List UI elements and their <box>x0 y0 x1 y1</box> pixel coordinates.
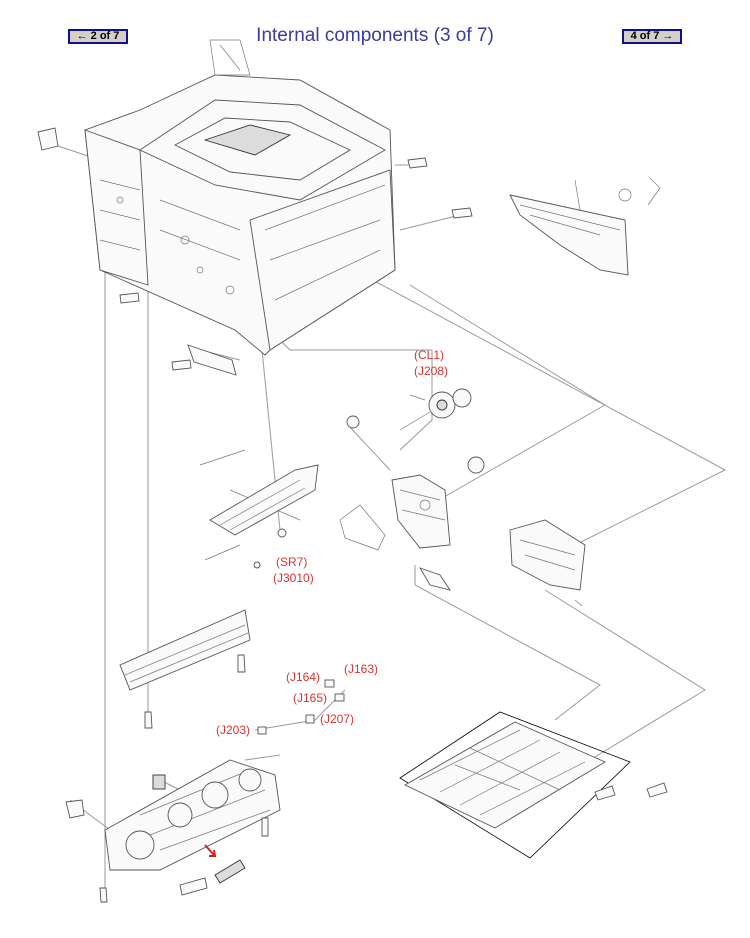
drive-gear-assembly-part <box>65 759 281 903</box>
callout-j3010: (J3010) <box>273 571 314 585</box>
callout-j165: (J165) <box>293 691 327 705</box>
gear-bracket-part <box>339 474 452 591</box>
callout-j208: (J208) <box>414 364 448 378</box>
page-title: Internal components (3 of 7) <box>0 25 750 47</box>
callout-j164: (J164) <box>286 670 320 684</box>
right-upper-bracket-part <box>509 177 661 276</box>
callout-j163: (J163) <box>344 662 378 676</box>
next-page-button[interactable]: 4 of 7 → <box>622 29 682 44</box>
callout-labels: (CL1) (J208) (SR7) (J3010) (J164) (J163)… <box>216 348 448 737</box>
callout-j203: (J203) <box>216 723 250 737</box>
sensor-sr7-part <box>199 449 319 569</box>
right-middle-bracket-part <box>509 519 586 607</box>
clutch-cl1-part <box>346 388 485 474</box>
page-title-text: Internal components (3 of 7) <box>256 25 494 46</box>
callout-j207: (J207) <box>320 712 354 726</box>
feed-roller-part <box>179 844 246 896</box>
cassette-tray-part <box>399 711 668 859</box>
frame-fasteners <box>37 127 473 376</box>
callout-sr7: (SR7) <box>276 555 307 569</box>
callout-cl1: (CL1) <box>414 348 444 362</box>
prev-page-button[interactable]: ← 2 of 7 <box>68 29 128 44</box>
connector-cluster-part <box>257 679 345 735</box>
main-frame-part <box>84 39 396 356</box>
guide-rail-part <box>119 609 251 729</box>
